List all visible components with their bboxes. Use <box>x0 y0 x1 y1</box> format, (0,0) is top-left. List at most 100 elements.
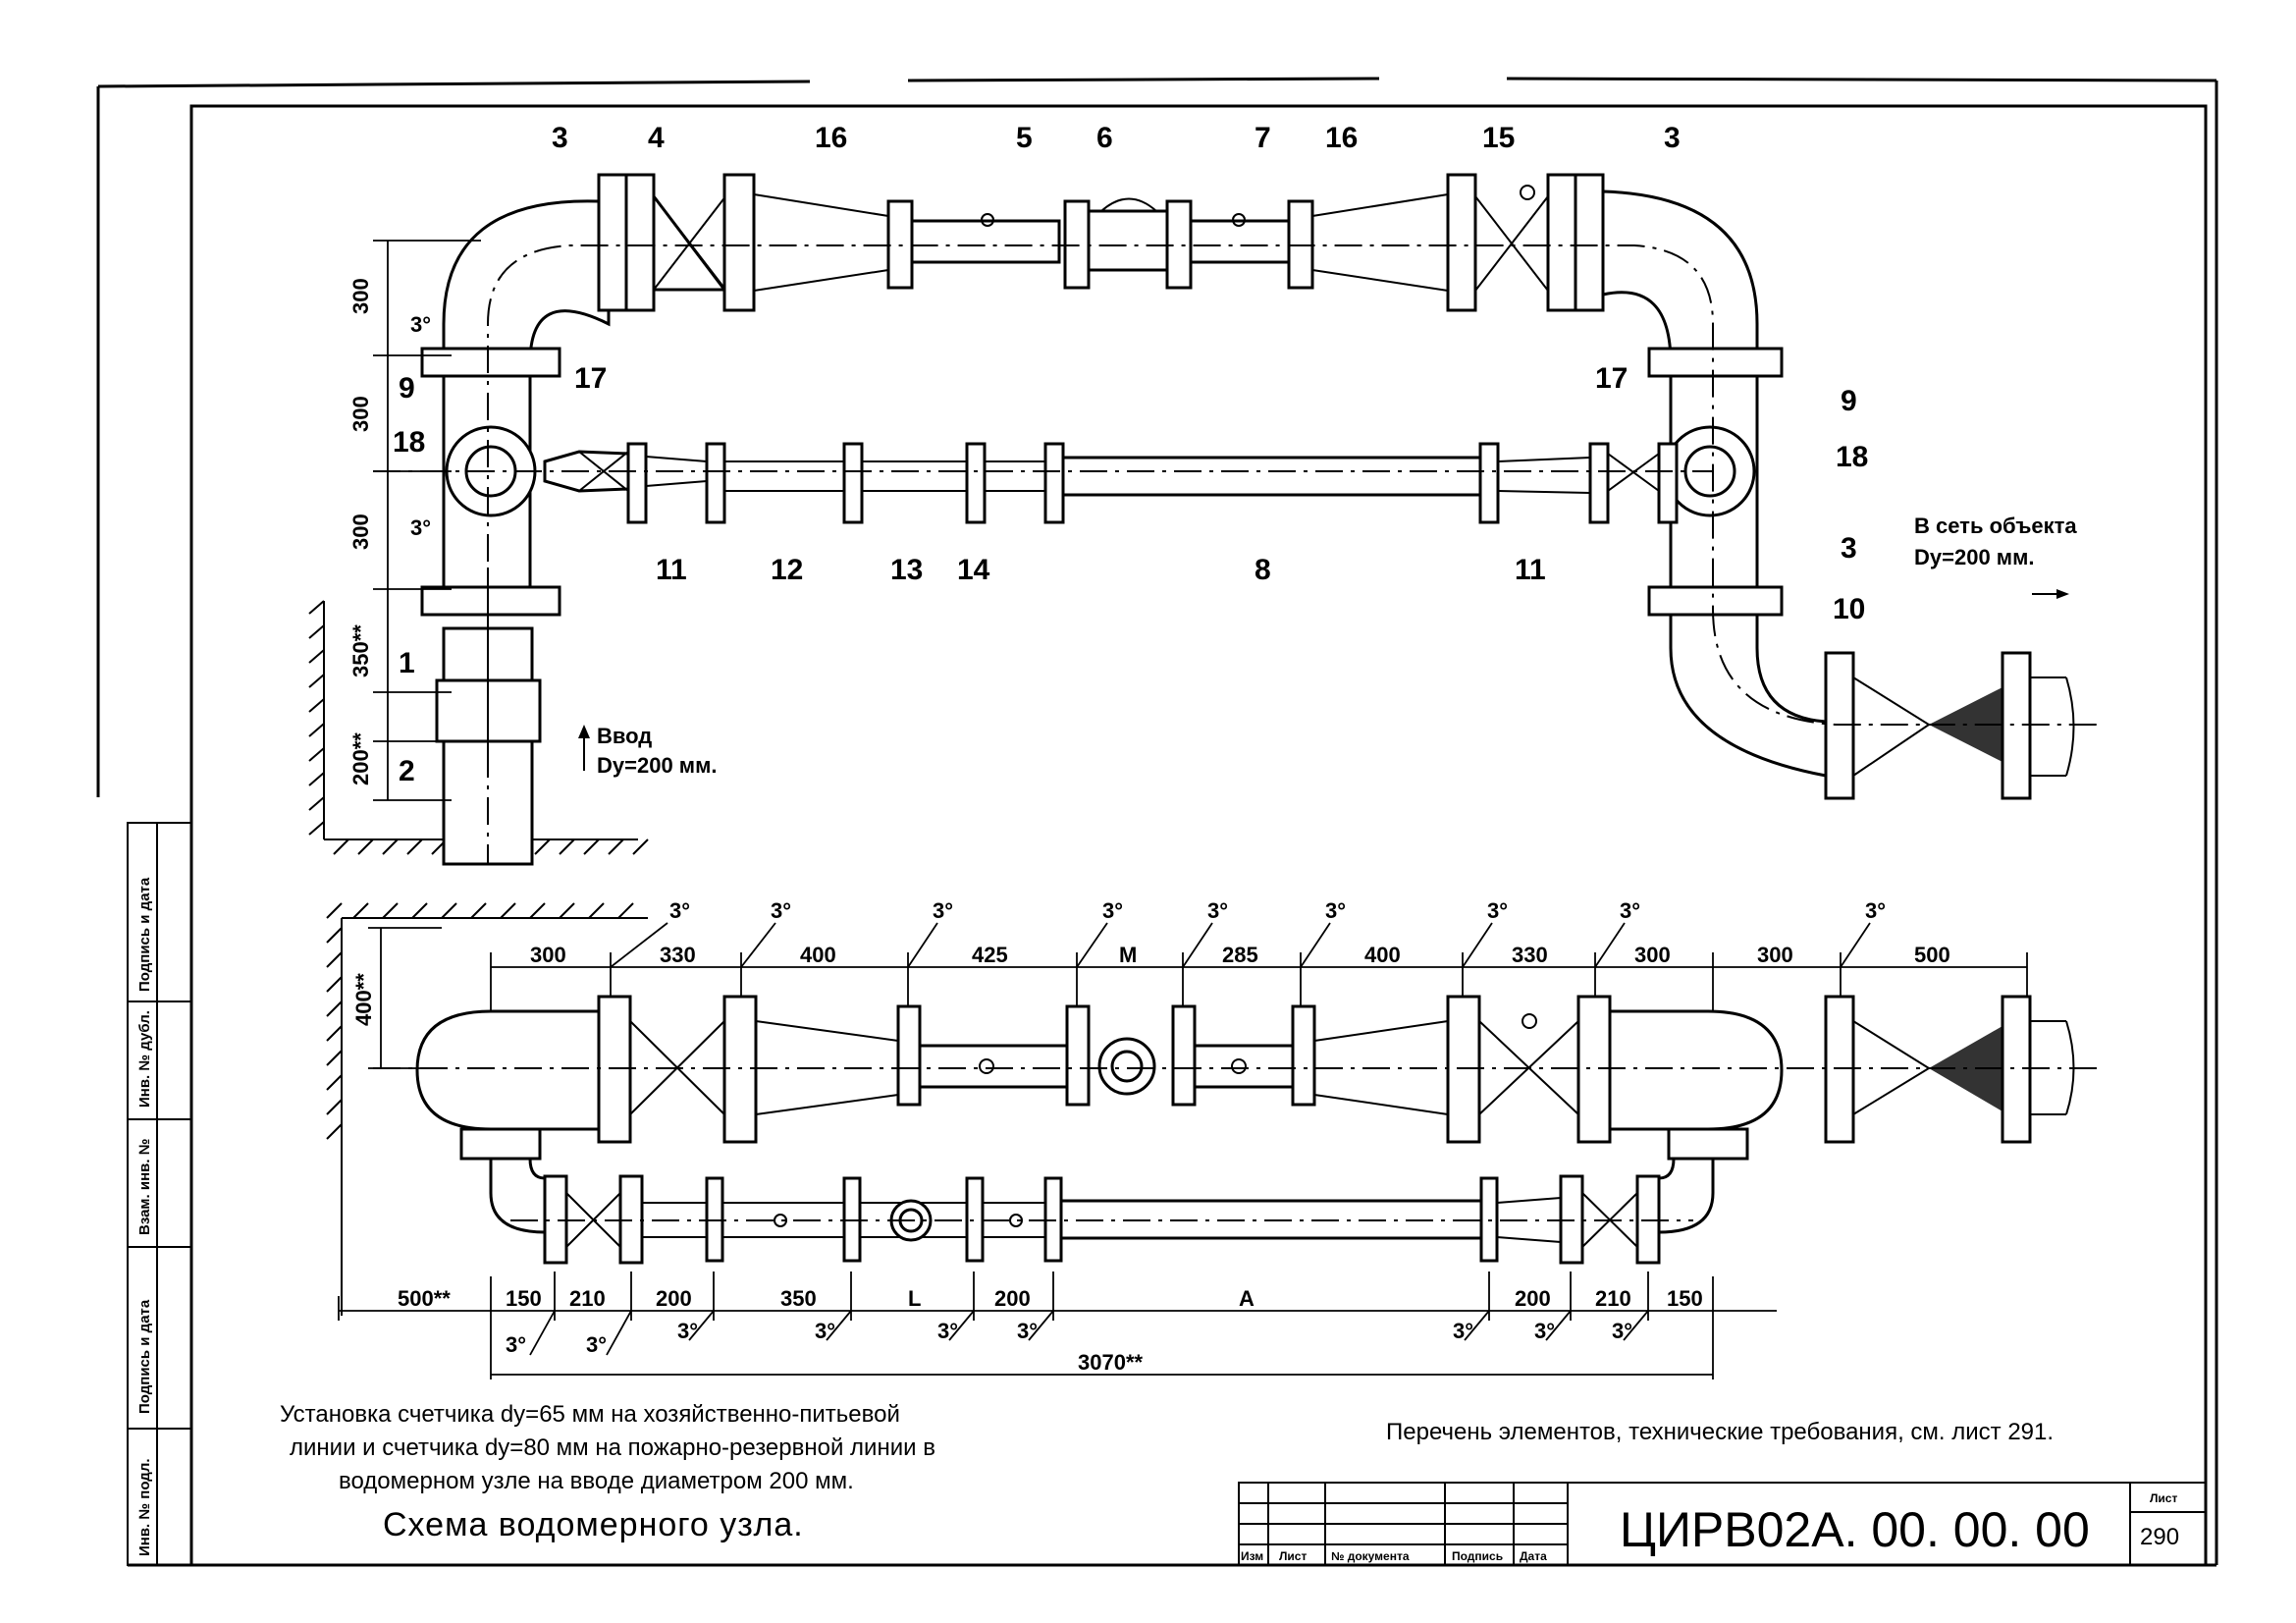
callout-18-right: 18 <box>1836 441 1868 473</box>
slope-top-3: 3° <box>933 898 953 923</box>
slope-bot-2: 3° <box>586 1332 607 1357</box>
chain-top-0: 300 <box>530 943 566 967</box>
callout-1: 1 <box>399 647 415 679</box>
dim-v-2: 300 <box>348 396 373 432</box>
callout-9-right: 9 <box>1841 385 1857 417</box>
chain-bottom-6: 200 <box>994 1286 1031 1311</box>
note-line-2: линии и счетчика dy=80 мм на пожарно-рез… <box>290 1434 935 1461</box>
chain-bottom-8: 200 <box>1515 1286 1551 1311</box>
dim-v-1: 300 <box>348 278 373 314</box>
section-diagram: 400** 300 330 400 425 M 285 400 330 300 … <box>338 898 2101 1380</box>
title-block: Изм Лист № документа Подпись Дата ЦИРВ02… <box>1238 1482 2207 1566</box>
callout-17-right: 17 <box>1595 362 1628 395</box>
slope-top-7: 3° <box>1487 898 1508 923</box>
slope-top-4: 3° <box>1102 898 1123 923</box>
chain-top-2: 400 <box>800 943 836 967</box>
dim-total: 3070** <box>1078 1350 1144 1375</box>
note-line-3: водомерном узле на вводе диаметром 200 м… <box>339 1468 854 1494</box>
stamp-original-inv: Инв. № подл. <box>136 1458 153 1556</box>
chain-top-10: 500 <box>1914 943 1950 967</box>
callout-9-left: 9 <box>399 372 415 405</box>
callout-17-left: 17 <box>574 362 607 395</box>
slope-bot-7: 3° <box>1453 1319 1473 1343</box>
slope-bot-1: 3° <box>506 1332 526 1357</box>
slope-bot-8: 3° <box>1534 1319 1555 1343</box>
drawing-code: ЦИРВ02А. 00. 00. 00 <box>1620 1502 2090 1557</box>
callout-4: 4 <box>648 122 665 154</box>
chain-bottom-3: 200 <box>656 1286 692 1311</box>
outlet-label: В сеть объекта <box>1914 514 2077 538</box>
callout-15: 15 <box>1482 122 1515 154</box>
tb-col-sign: Подпись <box>1452 1549 1503 1563</box>
tb-col-doc: № документа <box>1331 1549 1410 1563</box>
inlet-size: Dy=200 мм. <box>597 753 717 778</box>
dim-height-400: 400** <box>351 973 376 1026</box>
dim-v-4: 350** <box>348 624 373 677</box>
note-block: Установка счетчика dy=65 мм на хозяйстве… <box>280 1401 2054 1543</box>
callout-16-right: 16 <box>1325 122 1358 154</box>
dim-v-5: 200** <box>348 732 373 785</box>
callout-16-left: 16 <box>815 122 847 154</box>
callout-14: 14 <box>957 554 990 586</box>
slope-top-6: 3° <box>1325 898 1346 923</box>
outlet-size: Dy=200 мм. <box>1914 545 2034 569</box>
chain-top-1: 330 <box>660 943 696 967</box>
slope-bot-4: 3° <box>815 1319 835 1343</box>
tb-col-date: Дата <box>1520 1549 1547 1563</box>
slope-mark-1: 3° <box>410 312 431 337</box>
callout-8: 8 <box>1255 554 1271 586</box>
slope-top-8: 3° <box>1620 898 1640 923</box>
chain-bottom-9: 210 <box>1595 1286 1631 1311</box>
note-right: Перечень элементов, технические требован… <box>1386 1419 2054 1445</box>
callout-18-left: 18 <box>393 426 425 459</box>
inlet-arrow-icon <box>578 725 590 738</box>
callout-13: 13 <box>890 554 923 586</box>
callout-3-left: 3 <box>552 122 568 154</box>
tb-col-rev: Изм <box>1241 1549 1263 1563</box>
dim-v-3: 300 <box>348 514 373 550</box>
chain-top-7: 330 <box>1512 943 1548 967</box>
callout-12: 12 <box>771 554 803 586</box>
slope-top-1: 3° <box>669 898 690 923</box>
slope-top-9: 3° <box>1865 898 1886 923</box>
slope-bot-5: 3° <box>937 1319 958 1343</box>
chain-top-8: 300 <box>1634 943 1671 967</box>
slope-bot-9: 3° <box>1612 1319 1632 1343</box>
chain-bottom-7: A <box>1239 1286 1255 1311</box>
stamp-signature-date-2: Подпись и дата <box>136 1299 153 1414</box>
callout-7: 7 <box>1255 122 1271 154</box>
chain-top-9: 300 <box>1757 943 1793 967</box>
side-stamp: Подпись и дата Инв. № дубл. Взам. инв. №… <box>127 822 192 1566</box>
slope-mark-2: 3° <box>410 515 431 540</box>
chain-bottom-0: 500** <box>398 1286 451 1311</box>
callout-2: 2 <box>399 755 415 787</box>
callout-11-right: 11 <box>1515 554 1546 586</box>
sheet-label: Лист <box>2150 1491 2177 1505</box>
wall-upper <box>326 902 648 1316</box>
outlet-arrow-icon <box>2056 589 2069 599</box>
slope-bot-6: 3° <box>1017 1319 1038 1343</box>
sheet-frame <box>96 77 2218 1567</box>
chain-bottom-2: 210 <box>569 1286 606 1311</box>
sheet-number: 290 <box>2140 1524 2179 1550</box>
plan-diagram: 300 300 300 350** 200** 3° 3° 3 4 16 5 6… <box>348 122 2101 866</box>
chain-top-4: M <box>1119 943 1137 967</box>
tb-col-sheet: Лист <box>1279 1549 1307 1563</box>
slope-top-2: 3° <box>771 898 791 923</box>
inlet-label: Ввод <box>597 724 652 748</box>
callout-11-left: 11 <box>656 554 687 586</box>
slope-bot-3: 3° <box>677 1319 698 1343</box>
chain-bottom-5: L <box>908 1286 921 1311</box>
callout-3-outlet: 3 <box>1841 532 1857 565</box>
chain-top-6: 400 <box>1364 943 1401 967</box>
chain-top-5: 285 <box>1222 943 1258 967</box>
stamp-duplicate-inv: Инв. № дубл. <box>136 1010 153 1108</box>
slope-top-5: 3° <box>1207 898 1228 923</box>
chain-bottom-10: 150 <box>1667 1286 1703 1311</box>
callout-10: 10 <box>1833 593 1865 625</box>
chain-top-3: 425 <box>972 943 1008 967</box>
chain-bottom-1: 150 <box>506 1286 542 1311</box>
note-line-1: Установка счетчика dy=65 мм на хозяйстве… <box>280 1401 900 1428</box>
stamp-replace-inv: Взам. инв. № <box>136 1139 153 1235</box>
